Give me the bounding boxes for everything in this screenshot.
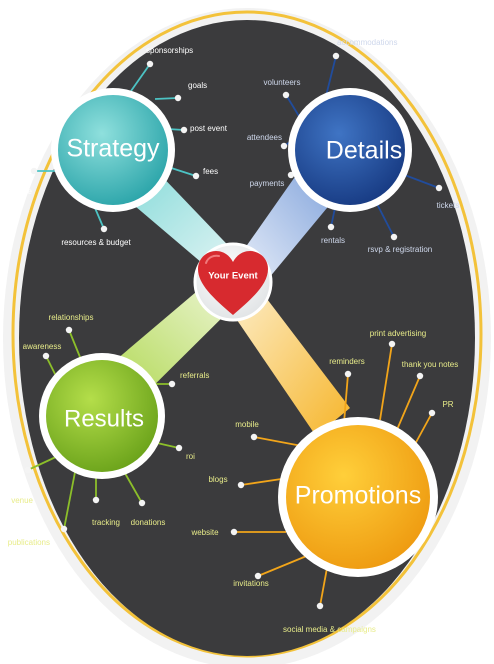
- promotions-label: social media & campaigns: [283, 625, 376, 634]
- topic-circles: Strategy Details Results Promotions: [39, 88, 438, 577]
- results-label: donations: [131, 518, 166, 527]
- strategy-spoke-dot: [30, 167, 38, 175]
- heart-highlight: [205, 254, 220, 264]
- strategy-label: post event: [190, 124, 228, 133]
- details-spoke-dot: [332, 52, 340, 60]
- details-circle[interactable]: [295, 95, 405, 205]
- results-spoke-dot: [65, 326, 73, 334]
- results-label: relationships: [49, 313, 94, 322]
- results-spoke-dot: [138, 499, 146, 507]
- promotions-spoke-dot: [416, 372, 424, 380]
- details-spoke-dot: [390, 233, 398, 241]
- strategy-label: goals: [188, 81, 207, 90]
- spokes: [24, 52, 443, 610]
- results-spoke: [63, 466, 77, 530]
- heart-icon: [198, 251, 268, 315]
- center-hub: Your Event: [193, 242, 273, 322]
- promotions-spoke-dot: [428, 409, 436, 417]
- promotions-circle[interactable]: [286, 425, 430, 569]
- strategy-title: Strategy: [66, 135, 160, 163]
- details-spoke-dot: [282, 91, 290, 99]
- results-label: tracking: [92, 518, 120, 527]
- promotions-label: mobile: [235, 420, 259, 429]
- promotions-label: print advertising: [370, 329, 426, 338]
- promotions-label: blogs: [208, 475, 227, 484]
- center-label: Your Event: [208, 271, 258, 282]
- promotions-spoke: [413, 412, 433, 447]
- details-spoke-dot: [280, 142, 288, 150]
- results-spoke-dot: [42, 352, 50, 360]
- details-label: accommodations: [337, 38, 397, 47]
- details-spoke: [325, 55, 337, 97]
- details-title: Details: [326, 137, 402, 165]
- results-spoke: [68, 329, 83, 363]
- promotions-spoke: [319, 567, 328, 607]
- results-spoke: [156, 442, 180, 449]
- promotions-title: Promotions: [295, 482, 421, 510]
- details-label: volunteers: [264, 78, 301, 87]
- promotions-spoke-dot: [254, 572, 262, 580]
- results-label: roi: [186, 452, 195, 461]
- strategy-label: theme: [10, 187, 33, 196]
- details-label: attendees: [247, 133, 282, 142]
- strategy-spoke-dot: [180, 126, 188, 134]
- strategy-spoke-dot: [146, 60, 154, 68]
- strategy-label: fees: [203, 167, 218, 176]
- results-label: referrals: [180, 371, 209, 380]
- promotions-spoke-dot: [388, 340, 396, 348]
- promotions-label: PR: [442, 400, 453, 409]
- promotions-spoke: [343, 373, 349, 424]
- promotions-spoke-dot: [316, 602, 324, 610]
- promotions-label: reminders: [329, 357, 365, 366]
- strategy-spoke-dot: [174, 94, 182, 102]
- strategy-label: sponsorships: [146, 46, 193, 55]
- promotions-spoke: [379, 343, 393, 421]
- promotions-spoke-dot: [344, 370, 352, 378]
- promotions-label: invitations: [233, 579, 269, 588]
- results-spoke-dot: [175, 444, 183, 452]
- results-spoke: [27, 455, 59, 471]
- details-label: rsvp & registration: [368, 245, 432, 254]
- details-spoke-dot: [435, 184, 443, 192]
- strategy-circle[interactable]: [58, 95, 168, 205]
- details-spoke-dot: [327, 223, 335, 231]
- details-label: tickets: [437, 201, 460, 210]
- results-spoke-dot: [168, 380, 176, 388]
- results-label: publications: [8, 538, 50, 547]
- promotions-spoke-dot: [250, 433, 258, 441]
- details-label: payments: [250, 179, 285, 188]
- results-spoke-dot: [60, 525, 68, 533]
- promotions-label: website: [190, 528, 219, 537]
- promotions-spoke: [395, 375, 421, 433]
- promotions-spoke-dot: [230, 528, 238, 536]
- strategy-spoke: [130, 63, 151, 92]
- results-title: Results: [64, 405, 144, 432]
- results-spoke-dot: [92, 496, 100, 504]
- details-spoke: [375, 201, 395, 238]
- results-label: awareness: [23, 342, 62, 351]
- promotions-spoke-dot: [237, 481, 245, 489]
- strategy-label: resources & budget: [61, 238, 131, 247]
- strategy-spoke-dot: [192, 172, 200, 180]
- spoke-labels: sponsorships goals post event fees theme reso…: [8, 38, 460, 634]
- results-circle[interactable]: [46, 360, 158, 472]
- results-spoke-dot: [24, 466, 32, 474]
- promotions-label: thank you notes: [402, 360, 458, 369]
- promotions-spoke: [253, 436, 303, 447]
- details-spoke: [401, 173, 440, 189]
- details-label: rentals: [321, 236, 345, 245]
- results-label: venue: [11, 496, 33, 505]
- strategy-spoke: [154, 97, 179, 100]
- strategy-spoke-dot: [100, 225, 108, 233]
- results-spoke: [45, 355, 57, 377]
- promotions-spoke: [257, 554, 310, 577]
